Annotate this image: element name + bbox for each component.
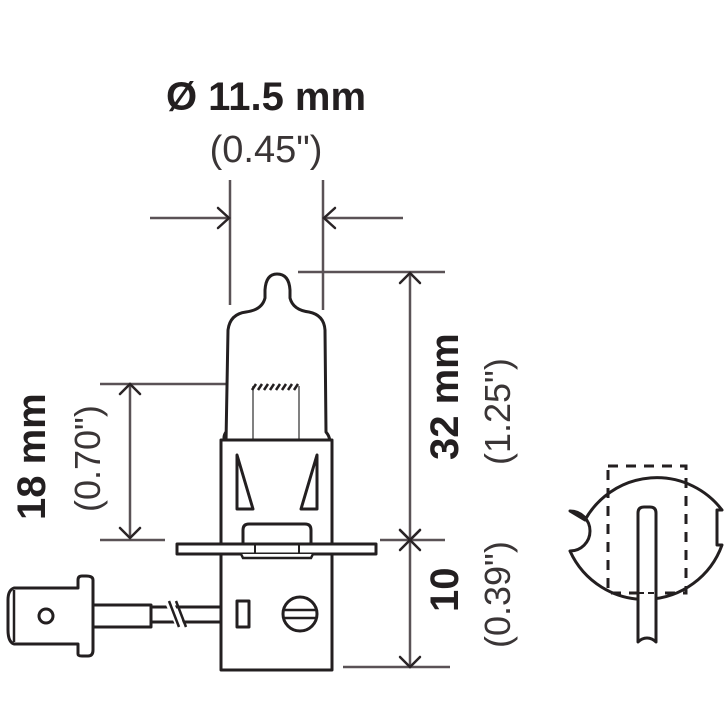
- diameter-imperial-label: (0.45"): [210, 129, 323, 171]
- base-dimension: 10 (0.39"): [343, 528, 518, 669]
- base-imperial-label: (0.39"): [477, 541, 518, 648]
- wire-break-icon: [167, 600, 181, 628]
- height-imperial-label: (1.25"): [477, 358, 518, 465]
- filament-coil-icon: [250, 383, 300, 391]
- left-clip-icon: [235, 453, 255, 511]
- diameter-dimension: Ø 11.5 mm (0.45"): [150, 75, 403, 310]
- base-metric-label: 10: [423, 568, 467, 613]
- arrow-down-icon: [398, 655, 422, 669]
- arrow-right-icon: [216, 206, 231, 230]
- light-center-dimension: 18 mm (0.70"): [10, 382, 232, 542]
- arrow-up-icon: [118, 382, 142, 396]
- diameter-metric-label: Ø 11.5 mm: [166, 75, 366, 119]
- mounting-flange: [175, 542, 378, 556]
- screw-icon: [281, 595, 319, 633]
- bulb-bottom-view: [568, 464, 724, 644]
- arrow-up-icon: [398, 271, 422, 285]
- light-center-imperial-label: (0.70"): [67, 405, 108, 512]
- bulb-base: [175, 438, 378, 672]
- bulb-glass: [222, 272, 332, 445]
- terminal-pin: [636, 505, 658, 644]
- right-clip-icon: [299, 453, 319, 511]
- arrow-left-icon: [322, 206, 337, 230]
- terminal-hole-icon: [37, 607, 55, 625]
- arrow-down-icon: [118, 526, 142, 540]
- light-center-metric-label: 18 mm: [10, 393, 54, 520]
- wire-connector: [6, 574, 221, 658]
- arrow-up-icon: [398, 538, 422, 552]
- base-slot: [235, 599, 251, 629]
- height-dimension: 32 mm (1.25"): [298, 270, 518, 542]
- height-metric-label: 32 mm: [423, 333, 467, 460]
